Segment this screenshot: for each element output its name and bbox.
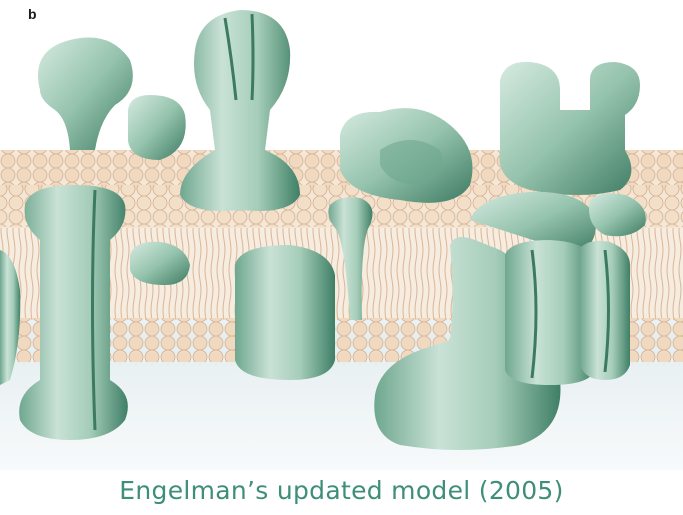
panel-label: b xyxy=(28,6,37,22)
protein-center-block xyxy=(235,245,335,380)
figure-caption: Engelman’s updated model (2005) xyxy=(0,476,683,505)
